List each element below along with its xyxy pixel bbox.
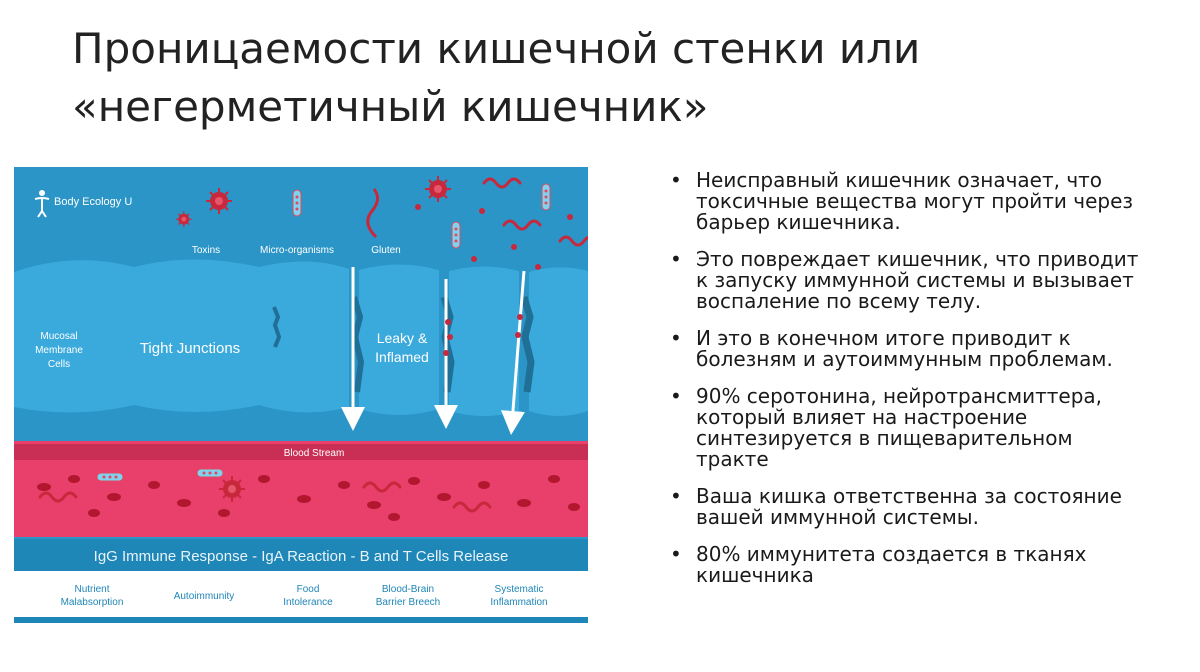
outcome-3-line-2: Intolerance bbox=[283, 597, 333, 608]
bullet-item: Неисправный кишечник означает, что токси… bbox=[668, 170, 1188, 233]
mucosal-label-2: Membrane bbox=[35, 345, 83, 356]
brand-name: Body Ecology U bbox=[54, 196, 132, 208]
blood-cells bbox=[37, 475, 580, 521]
bullet-item: И это в конечном итоге приводит к болезн… bbox=[668, 328, 1188, 370]
bullet-list: Неисправный кишечник означает, что токси… bbox=[668, 170, 1188, 602]
bacterium-icon bbox=[451, 221, 461, 249]
outcomes-panel bbox=[14, 571, 588, 623]
mucosal-label-1: Mucosal bbox=[40, 331, 77, 342]
pathogen-cluster bbox=[415, 175, 588, 270]
toxins-label: Toxins bbox=[192, 245, 220, 256]
immune-response-band bbox=[14, 539, 588, 571]
outcomes-row: Nutrient Malabsorption Autoimmunity Food… bbox=[61, 584, 548, 608]
outcome-2-line-1: Autoimmunity bbox=[174, 591, 235, 602]
outcome-3-line-1: Food bbox=[297, 584, 320, 595]
outcome-1-line-1: Nutrient bbox=[74, 584, 109, 595]
bullet-item: Ваша кишка ответственна за состояние ваш… bbox=[668, 486, 1188, 528]
bullet-item: 80% иммунитета создается в тканях кишечн… bbox=[668, 544, 1188, 586]
bullet-item: Это повреждает кишечник, что приводит к … bbox=[668, 249, 1188, 312]
penetration-arrow bbox=[500, 270, 526, 435]
blood-bacterium-icon bbox=[96, 472, 124, 482]
tight-junctions-label: Tight Junctions bbox=[140, 340, 240, 357]
outcome-5-line-1: Systematic bbox=[495, 584, 544, 595]
bacterium-icon bbox=[541, 183, 551, 211]
blood-stream-label: Blood Stream bbox=[284, 448, 345, 459]
slide-title: Проницаемости кишечной стенки или «негер… bbox=[72, 20, 1152, 136]
slide-title-line-2: «негерметичный кишечник» bbox=[72, 82, 709, 131]
leaky-label-1: Leaky & bbox=[377, 330, 428, 346]
tight-junction-gap bbox=[272, 306, 282, 348]
brand-logo bbox=[34, 190, 50, 218]
microorganism-bacterium-icon bbox=[292, 189, 302, 217]
immune-response-label: IgG Immune Response - IgA Reaction - B a… bbox=[94, 548, 509, 565]
leaky-gut-illustration: Body Ecology U Toxins Micro-organisms Gl… bbox=[14, 167, 588, 623]
leaky-label-2: Inflamed bbox=[375, 349, 429, 365]
blood-stream-banner bbox=[14, 444, 588, 460]
bullet-item: 90% серотонина, нейротрансмиттера, котор… bbox=[668, 386, 1188, 470]
outcome-4-line-2: Barrier Breech bbox=[376, 597, 440, 608]
outcome-1-line-2: Malabsorption bbox=[61, 597, 124, 608]
microorganisms-label: Micro-organisms bbox=[260, 245, 334, 256]
gluten-worm-icon bbox=[366, 188, 379, 239]
leaky-gap bbox=[351, 296, 365, 393]
illustration-canvas: Body Ecology U Toxins Micro-organisms Gl… bbox=[14, 167, 588, 623]
outcome-4-line-1: Blood-Brain bbox=[382, 584, 434, 595]
gluten-label: Gluten bbox=[371, 245, 400, 256]
blood-bacterium-icon bbox=[196, 468, 224, 478]
mucosal-label-3: Cells bbox=[48, 359, 70, 370]
outcome-5-line-2: Inflammation bbox=[490, 597, 547, 608]
slide-title-line-1: Проницаемости кишечной стенки или bbox=[72, 24, 921, 73]
leaky-gap bbox=[520, 295, 535, 393]
intestinal-cells bbox=[14, 259, 349, 413]
figure-bottom-bar bbox=[14, 617, 588, 623]
